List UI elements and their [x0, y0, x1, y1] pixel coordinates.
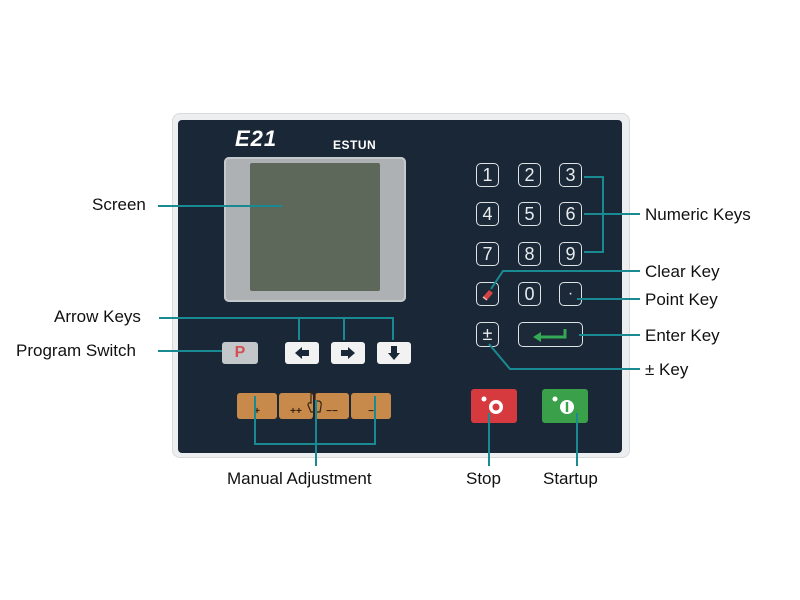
label-arrow-keys: Arrow Keys [54, 307, 141, 326]
program-switch-key[interactable]: P [222, 342, 258, 364]
enter-key[interactable] [518, 322, 583, 347]
stop-button[interactable] [471, 389, 517, 423]
label-screen: Screen [92, 195, 146, 214]
key-4[interactable]: 4 [476, 202, 499, 226]
hand-pointer-icon [307, 391, 322, 413]
plus-minus-key[interactable]: ± [476, 322, 499, 347]
key-5[interactable]: 5 [518, 202, 541, 226]
label-pm-key: ± Key [645, 360, 689, 379]
label-numeric-keys: Numeric Keys [645, 205, 751, 224]
key-1[interactable]: 1 [476, 163, 499, 187]
startup-button[interactable] [542, 389, 588, 423]
label-program-switch: Program Switch [16, 341, 136, 360]
arrow-right-icon [341, 347, 355, 359]
label-enter-key: Enter Key [645, 326, 720, 345]
manual-minus-key[interactable]: − [351, 393, 391, 419]
manual-plus-key[interactable]: + [237, 393, 277, 419]
key-0[interactable]: 0 [518, 282, 541, 306]
arrow-right-key[interactable] [331, 342, 365, 364]
key-9[interactable]: 9 [559, 242, 582, 266]
point-key[interactable]: · [559, 282, 582, 306]
label-stop: Stop [466, 469, 501, 488]
label-startup: Startup [543, 469, 598, 488]
arrow-left-key[interactable] [285, 342, 319, 364]
key-7[interactable]: 7 [476, 242, 499, 266]
label-manual-adjustment: Manual Adjustment [227, 469, 372, 488]
label-clear-key: Clear Key [645, 262, 720, 281]
key-3[interactable]: 3 [559, 163, 582, 187]
key-8[interactable]: 8 [518, 242, 541, 266]
maker-logo: ESTUN [333, 138, 377, 152]
enter-arrow-icon [532, 328, 566, 342]
arrow-down-icon [388, 346, 400, 360]
manual-fast-plus-key[interactable]: ++ [279, 393, 313, 419]
stop-icon [481, 396, 503, 414]
clear-key[interactable] [476, 282, 499, 306]
label-point-key: Point Key [645, 290, 718, 309]
key-6[interactable]: 6 [559, 202, 582, 226]
eraser-icon [482, 290, 493, 301]
lcd-screen [250, 163, 380, 291]
start-icon [552, 396, 574, 414]
arrow-left-icon [295, 347, 309, 359]
key-2[interactable]: 2 [518, 163, 541, 187]
arrow-down-key[interactable] [377, 342, 411, 364]
model-logo: E21 [235, 126, 278, 151]
